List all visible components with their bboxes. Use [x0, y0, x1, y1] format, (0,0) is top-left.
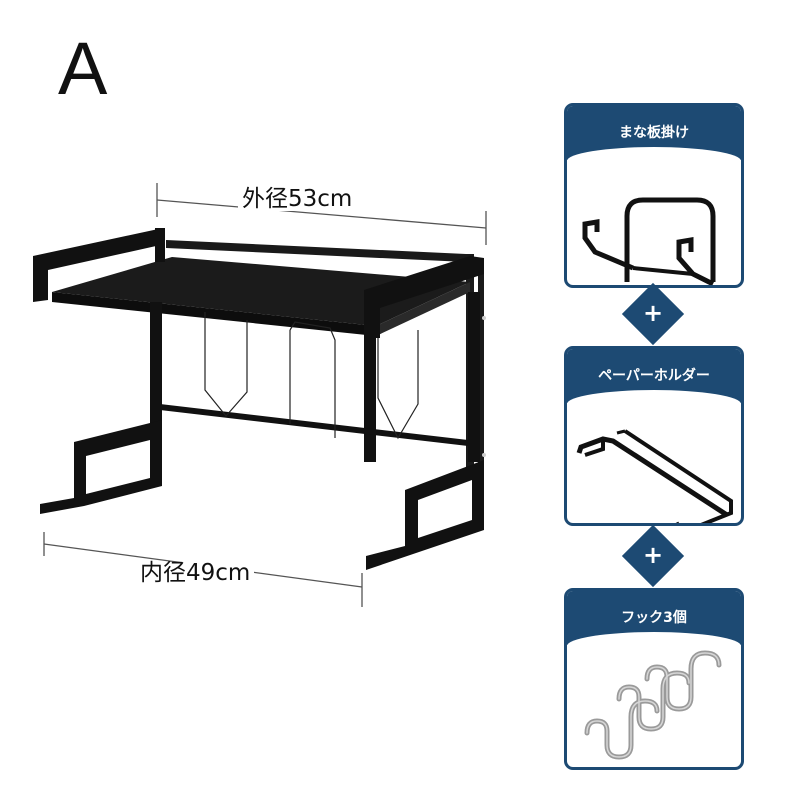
rack-illustration — [33, 183, 487, 607]
inner-dimension-label: 内径49cm — [136, 562, 255, 585]
paper-holder-icon — [576, 429, 733, 523]
left-side-rail — [33, 228, 165, 302]
cutting-board-holder-icon — [582, 197, 716, 285]
plus-connector: + — [621, 524, 685, 588]
outer-dimension-line — [156, 183, 487, 245]
accessory-card-cutting-board: まな板掛け — [564, 103, 744, 288]
accessory-title: まな板掛け — [567, 106, 741, 161]
accessory-title: ペーパーホルダー — [567, 349, 741, 404]
s-hook-icon — [584, 650, 722, 760]
outer-dimension-label: 外径53cm — [238, 188, 357, 211]
rack-legs — [40, 292, 484, 570]
accessory-card-paper-holder: ペーパーホルダー — [564, 346, 744, 526]
accessory-title: フック3個 — [567, 591, 741, 646]
hanging-wire-rack — [204, 312, 419, 440]
rack-crossbar — [160, 404, 468, 446]
right-side-rail — [364, 256, 484, 338]
plus-connector: + — [621, 282, 685, 346]
accessory-card-hooks: フック3個 — [564, 588, 744, 770]
variant-letter: A — [58, 27, 108, 110]
